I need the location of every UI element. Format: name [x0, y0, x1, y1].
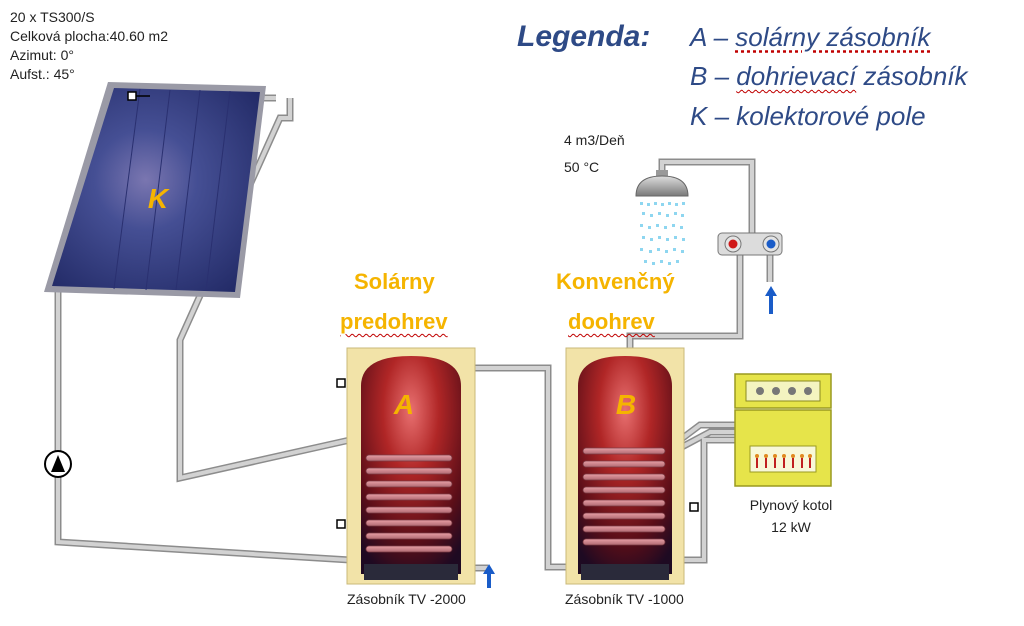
tank-b-heat-exchanger [582, 447, 666, 546]
boiler-name: Plynový kotol [749, 497, 833, 513]
legend-item-a: A – solárny zásobník [690, 22, 930, 53]
demand-volume: 4 m3/Deň [564, 132, 625, 148]
conventional-label-line2-text: doohrev [568, 309, 655, 334]
tank-a-bottom-sensor-icon [336, 519, 346, 529]
legend-item-k-text: kolektorové pole [736, 101, 926, 131]
legend-item-k: K – kolektorové pole [690, 101, 926, 132]
tank-b-label: Zásobník TV -1000 [565, 591, 684, 607]
collector-panel: K [44, 82, 266, 298]
tank-b: B [565, 347, 685, 585]
collector-tilt: Aufst.: 45° [10, 66, 75, 82]
collector-letter: K [148, 183, 170, 214]
conventional-label-line2: doohrev [568, 306, 655, 338]
boiler-power: 12 kW [771, 519, 811, 535]
collector-area: Celková plocha:40.60 m2 [10, 28, 168, 44]
solar-preheat-label-line1: Solárny [354, 269, 435, 294]
legend-item-b-underlined: dohrievací [736, 61, 857, 91]
tank-b-sensor-icon [689, 502, 699, 512]
collector-count: 20 x TS300/S [10, 9, 95, 25]
solar-preheat-label-line2: predohrev [340, 306, 448, 338]
tank-a: A [346, 347, 476, 585]
legend-item-a-text: solárny zásobník [735, 22, 931, 52]
demand-temperature: 50 °C [564, 159, 600, 175]
sensors [127, 91, 699, 529]
tank-a-letter: A [393, 389, 414, 420]
boiler-label: Plynový kotol 12 kW [736, 494, 846, 538]
legend-item-a-letter: A – [690, 22, 736, 52]
cold-water-inlet-arrow-icon [483, 286, 777, 588]
gas-boiler [734, 373, 832, 487]
tank-b-letter: B [616, 389, 636, 420]
legend-item-k-letter: K – [690, 101, 737, 131]
tank-a-top-sensor-icon [336, 378, 346, 388]
pump-icon [44, 450, 72, 478]
collector-sensor-icon [127, 91, 137, 101]
mixing-valve-icon [717, 232, 783, 256]
solar-preheat-label-line2-text: predohrev [340, 309, 448, 334]
tank-a-label: Zásobník TV -2000 [347, 591, 466, 607]
conventional-label-line1: Konvenčný [556, 269, 675, 294]
collector-info: 20 x TS300/S Celková plocha:40.60 m2 Azi… [10, 8, 168, 84]
shower-head-icon [635, 170, 689, 265]
legend-title: Legenda: [517, 20, 651, 53]
legend-item-b-letter: B – [690, 61, 737, 91]
collector-azimuth: Azimut: 0° [10, 47, 74, 63]
legend-item-b-rest: zásobník [856, 61, 968, 91]
tank-a-heat-exchanger [365, 454, 453, 553]
legend-item-b: B – dohrievací zásobník [690, 61, 968, 92]
